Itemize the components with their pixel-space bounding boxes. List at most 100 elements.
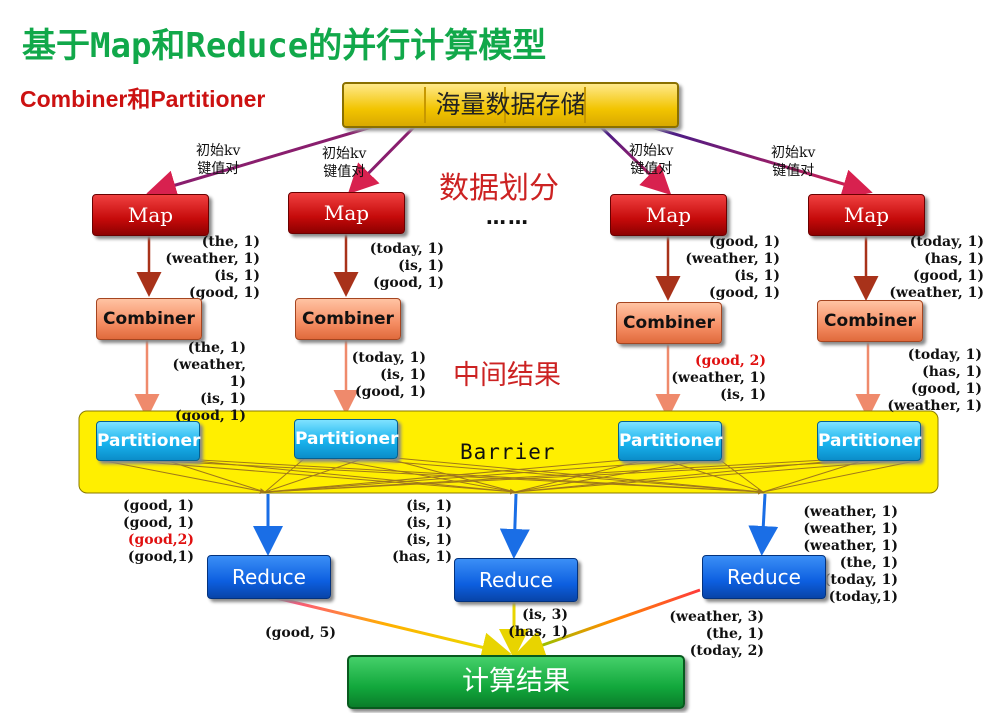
map-output-4: (today, 1) (has, 1) (good, 1) (weather, … <box>889 234 984 302</box>
kv-pair: (has, 1) <box>392 549 452 565</box>
kv-heading-line: 初始kv <box>196 143 241 159</box>
kv-pair: (good, 1) <box>373 275 444 291</box>
combiner-output-1: (the, 1) (weather, 1) (is, 1) (good, 1) <box>173 340 246 425</box>
kv-pair: (is, 3) <box>522 607 568 623</box>
kv-pair: (today,1) <box>828 589 898 605</box>
reduce-to-result-arrow-3 <box>514 588 701 660</box>
kv-pair: (is, 1) <box>406 498 452 514</box>
kv-heading-line: 键值对 <box>630 161 673 177</box>
map-node-1: Map <box>92 194 209 236</box>
kv-heading-line: 键值对 <box>772 163 815 179</box>
split-label: 数据划分 <box>439 171 559 206</box>
reduce-input-3: (weather, 1) (weather, 1) (weather, 1) (… <box>803 504 898 606</box>
kv-pair: (good, 1) <box>175 408 246 424</box>
kv-heading-1: 初始kv 键值对 <box>196 142 240 178</box>
combiner-node-1: Combiner <box>96 298 202 340</box>
kv-pair: (good, 1) <box>911 381 982 397</box>
kv-pair: (today, 1) <box>351 350 426 366</box>
map-output-1: (the, 1) (weather, 1) (is, 1) (good, 1) <box>165 234 260 302</box>
reduce-input-1: (good, 1) (good, 1) (good,2) (good,1) <box>123 498 194 566</box>
kv-pair: (good, 1) <box>189 285 260 301</box>
kv-pair: (weather, 1) <box>685 251 780 267</box>
kv-pair: (the, 1) <box>201 234 260 250</box>
page-subtitle: Combiner和Partitioner <box>20 86 266 112</box>
kv-pair: (good, 1) <box>355 384 426 400</box>
kv-pair: (the, 1) <box>839 555 898 571</box>
kv-pair: (is, 1) <box>406 515 452 531</box>
map-output-3: (good, 1) (weather, 1) (is, 1) (good, 1) <box>685 234 780 302</box>
kv-pair: (good, 1) <box>709 285 780 301</box>
kv-pair: (weather, 1) <box>671 370 766 386</box>
kv-heading-4: 初始kv 键值对 <box>771 144 815 180</box>
init-arrow-4 <box>647 124 873 199</box>
kv-pair: 1) <box>229 374 246 390</box>
init-arrow-3 <box>598 124 672 196</box>
kv-pair: (weather, 1) <box>803 538 898 554</box>
kv-pair: (today, 1) <box>369 241 444 257</box>
kv-pair-highlighted: (good,2) <box>127 532 194 548</box>
kv-pair: (today, 2) <box>689 643 764 659</box>
kv-pair: (good, 1) <box>123 498 194 514</box>
kv-pair-highlighted: (good, 2) <box>695 353 766 369</box>
kv-pair: (is, 1) <box>720 387 766 403</box>
reduce-output-1: (good, 5) <box>265 625 336 642</box>
partitioner-node-4: Partitioner <box>817 421 921 461</box>
reduce-input-2: (is, 1) (is, 1) (is, 1) (has, 1) <box>392 498 452 566</box>
kv-pair: (has, 1) <box>508 624 568 640</box>
partitioner-node-2: Partitioner <box>294 419 398 459</box>
kv-pair: (weather, 1) <box>803 504 898 520</box>
storage-box: 海量数据存储 <box>342 82 679 128</box>
kv-pair: (the, 1) <box>705 626 764 642</box>
kv-pair: (good, 1) <box>913 268 984 284</box>
barrier-label: Barrier <box>460 440 556 464</box>
storage-label: 海量数据存储 <box>435 90 586 119</box>
kv-heading-line: 键值对 <box>197 161 240 177</box>
kv-pair: (today, 1) <box>907 347 982 363</box>
map-node-4: Map <box>808 194 925 236</box>
kv-pair: (today, 1) <box>909 234 984 250</box>
combiner-output-4: (today, 1) (has, 1) (good, 1) (weather, … <box>887 347 982 415</box>
combiner-node-4: Combiner <box>817 300 923 342</box>
init-arrow-1 <box>146 124 376 200</box>
storage-divider <box>504 87 506 123</box>
kv-heading-3: 初始kv 键值对 <box>629 142 673 178</box>
kv-pair: (is, 1) <box>380 367 426 383</box>
kv-pair: (has, 1) <box>922 364 982 380</box>
kv-pair: (good,1) <box>127 549 194 565</box>
combiner-node-2: Combiner <box>295 298 401 340</box>
reduce-to-result-arrow-1 <box>267 594 512 662</box>
kv-pair: (is, 1) <box>734 268 780 284</box>
reduce-node-3: Reduce <box>702 555 826 599</box>
map-node-3: Map <box>610 194 727 236</box>
kv-pair: (weather, 3) <box>669 609 764 625</box>
kv-pair: (is, 1) <box>398 258 444 274</box>
kv-pair: (good, 1) <box>123 515 194 531</box>
kv-heading-line: 初始kv <box>322 146 367 162</box>
storage-divider <box>424 87 426 123</box>
combiner-output-3: (good, 2) (weather, 1) (is, 1) <box>671 353 766 404</box>
kv-heading-line: 初始kv <box>771 145 816 161</box>
kv-pair: (good, 5) <box>265 625 336 641</box>
barrier-to-reduce-arrow-2 <box>499 493 530 559</box>
map-output-2: (today, 1) (is, 1) (good, 1) <box>370 241 444 292</box>
shuffle-lines <box>99 457 921 495</box>
kv-pair: (weather, <box>172 357 246 373</box>
ellipsis: …… <box>486 205 530 229</box>
kv-pair: (weather, 1) <box>165 251 260 267</box>
result-box: 计算结果 <box>347 655 685 709</box>
reduce-output-3: (weather, 3) (the, 1) (today, 2) <box>669 609 764 660</box>
map-node-2: Map <box>288 192 405 234</box>
kv-pair: (is, 1) <box>406 532 452 548</box>
combiner-output-2: (today, 1) (is, 1) (good, 1) <box>352 350 426 401</box>
page-title: 基于Map和Reduce的并行计算模型 <box>22 26 547 66</box>
kv-pair: (weather, 1) <box>889 285 984 301</box>
partitioner-node-1: Partitioner <box>96 421 200 461</box>
kv-heading-2: 初始kv 键值对 <box>322 145 366 181</box>
kv-pair: (weather, 1) <box>803 521 898 537</box>
barrier-to-reduce-arrow-3 <box>748 493 779 556</box>
barrier-band <box>78 410 939 494</box>
kv-pair: (today, 1) <box>823 572 898 588</box>
kv-pair: (good, 1) <box>709 234 780 250</box>
